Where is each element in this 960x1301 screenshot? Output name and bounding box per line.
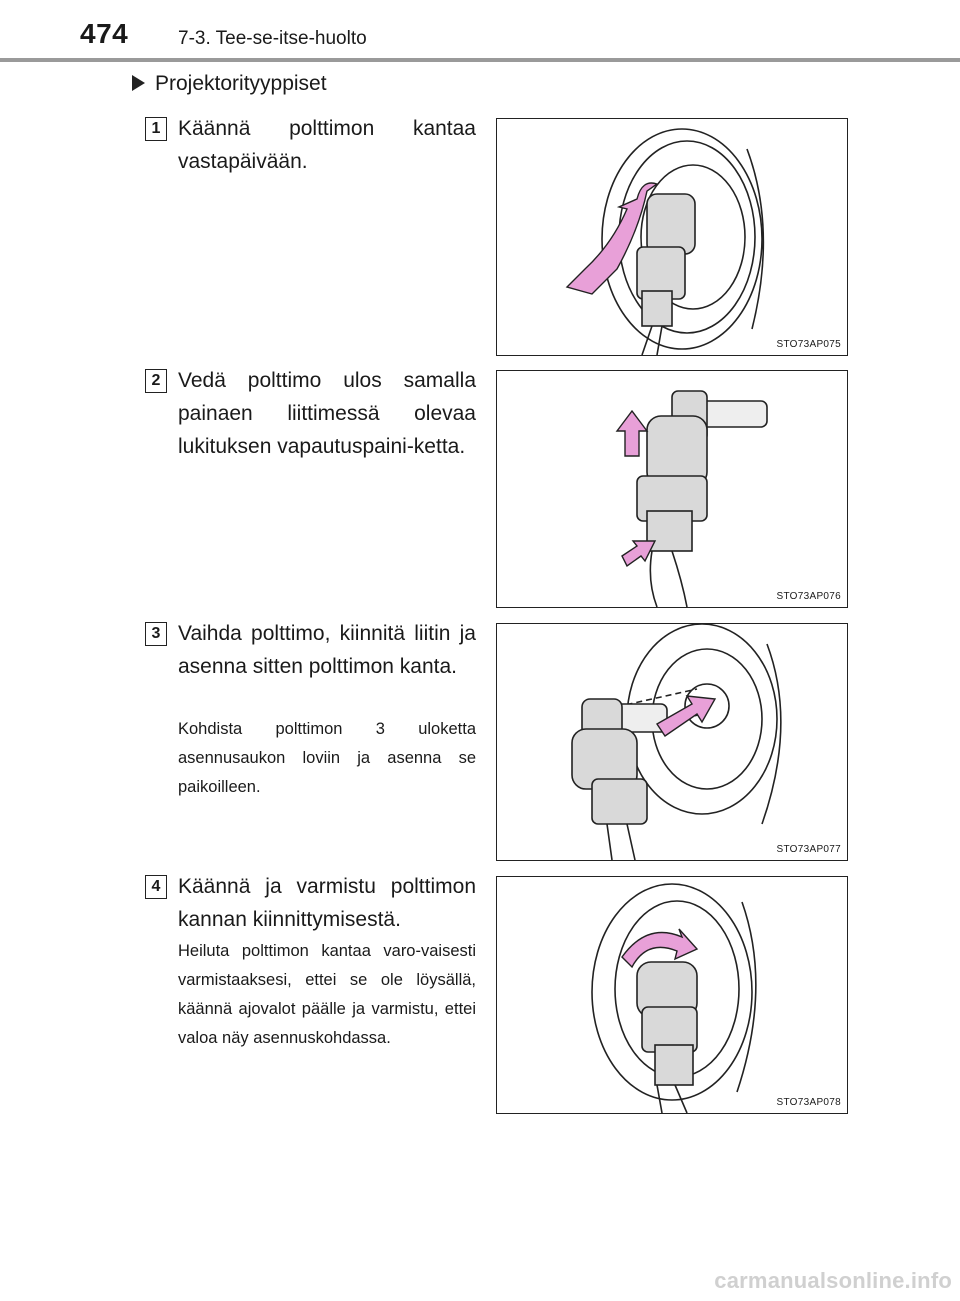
page-number: 474: [80, 18, 129, 49]
step-number-2: 2: [145, 369, 167, 393]
step-number-4: 4: [145, 875, 167, 899]
figure-step-2: STO73AP076: [496, 370, 848, 608]
figure-code-4: STO73AP078: [776, 1097, 841, 1108]
triangle-bullet-icon: [132, 75, 145, 91]
subheading: Projektorityyppiset: [132, 72, 327, 96]
figure-code-1: STO73AP075: [776, 339, 841, 350]
step-text-1: Käännä polttimon kantaa vastapäivään.: [178, 117, 476, 173]
figure-code-3: STO73AP077: [776, 844, 841, 855]
step-number-3: 3: [145, 622, 167, 646]
bulb-lock-check-illustration: [591, 883, 757, 1113]
step-text-4: Käännä ja varmistu polttimon kannan kiin…: [178, 875, 476, 931]
watermark: carmanualsonline.info: [714, 1268, 952, 1293]
figure-step-1: STO73AP075: [496, 118, 848, 356]
rotate-clockwise-arrow-icon: [621, 928, 699, 969]
step-text-2: Vedä polttimo ulos samalla painaen liitt…: [178, 369, 476, 458]
step-text-3: Vaihda polttimo, kiinnitä liitin ja asen…: [178, 622, 476, 678]
figure-step-4: STO73AP078: [496, 876, 848, 1114]
push-arrow-icon: [621, 540, 657, 568]
page-header: 474 7-3. Tee-se-itse-huolto: [0, 0, 960, 62]
step-note-4: Heiluta polttimon kantaa varo-vaisesti v…: [178, 942, 476, 1047]
bulb-pull-out-illustration: [615, 390, 768, 607]
figure-step-3: STO73AP077: [496, 623, 848, 861]
section-title: 7-3. Tee-se-itse-huolto: [178, 28, 367, 49]
step-note-3: Kohdista polttimon 3 uloketta asennusauk…: [178, 720, 476, 796]
insert-arrow-icon: [656, 695, 717, 737]
figure-code-2: STO73AP076: [776, 591, 841, 602]
rotation-arrow-icon: [565, 182, 659, 295]
step-number-1: 1: [145, 117, 167, 141]
bulb-socket-rotate-illustration: [565, 128, 765, 355]
header-rule: [0, 58, 960, 62]
subheading-text: Projektorityyppiset: [155, 72, 327, 95]
up-arrow-icon: [615, 409, 649, 457]
bulb-install-illustration: [571, 624, 782, 860]
